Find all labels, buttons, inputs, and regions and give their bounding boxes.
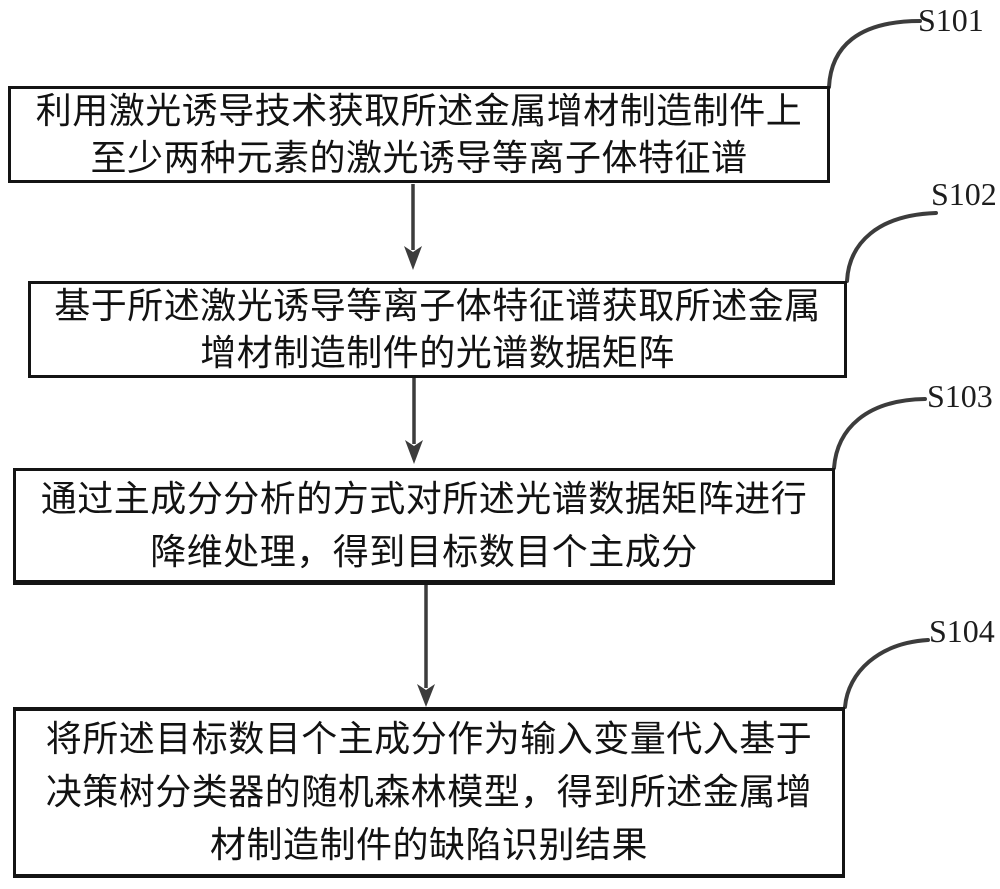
step-s104-text-line-3: 材制造制件的缺陷识别结果 xyxy=(209,825,648,865)
step-label-s101: S101 xyxy=(918,2,984,38)
step-box-s103: 通过主成分分析的方式对所述光谱数据矩阵进行 降维处理，得到目标数目个主成分 xyxy=(13,468,835,585)
ref-curve-s103 xyxy=(832,397,927,470)
step-s103-text-line-1: 通过主成分分析的方式对所述光谱数据矩阵进行 xyxy=(40,478,808,519)
step-s101-text-line-1: 利用激光诱导技术获取所述金属增材制造制件上 xyxy=(35,90,803,131)
step-s104-text-line-2: 决策树分类器的随机森林模型，得到所述金属增 xyxy=(45,772,813,812)
step-s101-text-line-2: 至少两种元素的激光诱导等离子体特征谱 xyxy=(90,137,748,178)
step-label-s103: S103 xyxy=(927,378,993,414)
step-box-s102: 基于所述激光诱导等离子体特征谱获取所述金属 增材制造制件的光谱数据矩阵 xyxy=(28,281,847,378)
step-label-s102: S102 xyxy=(931,176,997,212)
flow-arrow-1-head xyxy=(404,246,422,270)
step-s102-text-line-1: 基于所述激光诱导等离子体特征谱获取所述金属 xyxy=(54,285,821,326)
ref-curve-s101 xyxy=(827,19,922,89)
ref-curve-s104 xyxy=(843,638,930,709)
step-s104-text-line-1: 将所述目标数目个主成分作为输入变量代入基于 xyxy=(45,719,813,759)
ref-curve-s102 xyxy=(845,211,938,283)
flow-arrow-2-head xyxy=(405,440,423,464)
step-s103-text-line-2: 降维处理，得到目标数目个主成分 xyxy=(150,531,698,572)
flow-arrow-3-head xyxy=(417,684,435,707)
step-label-s104: S104 xyxy=(929,613,995,649)
step-box-s104: 将所述目标数目个主成分作为输入变量代入基于 决策树分类器的随机森林模型，得到所述… xyxy=(13,707,845,878)
step-s102-text-line-2: 增材制造制件的光谱数据矩阵 xyxy=(200,332,675,373)
step-box-s101: 利用激光诱导技术获取所述金属增材制造制件上 至少两种元素的激光诱导等离子体特征谱 xyxy=(8,86,830,183)
